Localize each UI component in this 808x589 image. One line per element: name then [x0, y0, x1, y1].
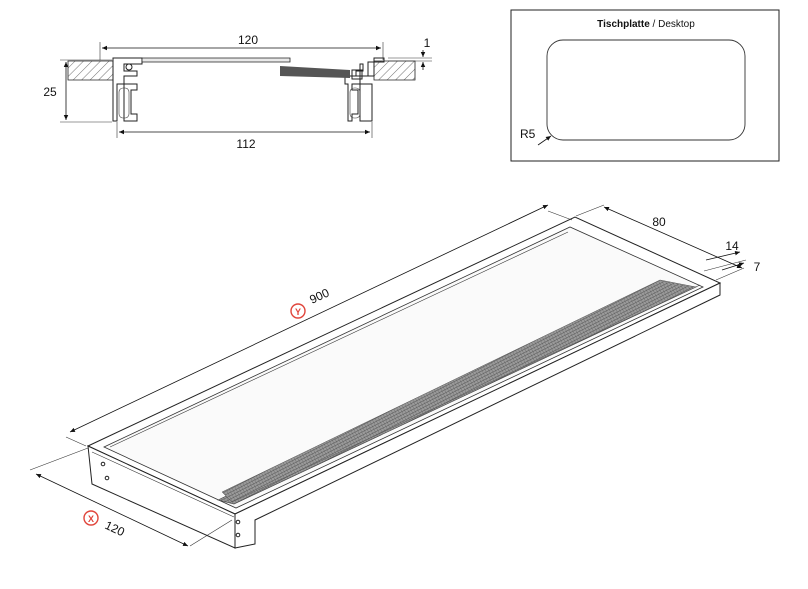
axis-marker-x: X	[83, 510, 99, 526]
frame-front-right	[234, 282, 721, 549]
desk-slab-left	[67, 60, 114, 81]
desktop-panel: Tischplatte / Desktop R5	[510, 9, 780, 162]
seal-wedge	[280, 66, 350, 78]
isometric-view: Y 900 X 120 80 14 7	[29, 204, 761, 549]
dim-length: 900	[307, 285, 331, 306]
cover-plate	[141, 57, 291, 63]
svg-text:X: X	[88, 514, 94, 524]
svg-text:Y: Y	[295, 307, 301, 317]
dim-grill-width: 80	[652, 215, 666, 229]
desktop-title: Tischplatte / Desktop	[597, 19, 695, 30]
frame-inner	[103, 226, 704, 509]
profile-right	[344, 57, 385, 122]
dim-top-width: 120	[238, 33, 258, 47]
dim-lip: 1	[424, 36, 431, 50]
desktop-cutout	[546, 39, 746, 141]
dim-edge: 14	[725, 239, 739, 253]
axis-marker-y: Y	[290, 303, 306, 319]
cross-section: 120 112 25 1	[43, 33, 432, 151]
dim-bottom-width: 112	[236, 137, 255, 151]
dim-width: 120	[103, 518, 127, 539]
desk-slab-right	[373, 60, 416, 81]
dim-height: 25	[43, 85, 57, 99]
dim-lip-iso: 7	[754, 260, 761, 274]
radius-label: R5	[520, 127, 536, 141]
profile-left	[112, 57, 143, 122]
